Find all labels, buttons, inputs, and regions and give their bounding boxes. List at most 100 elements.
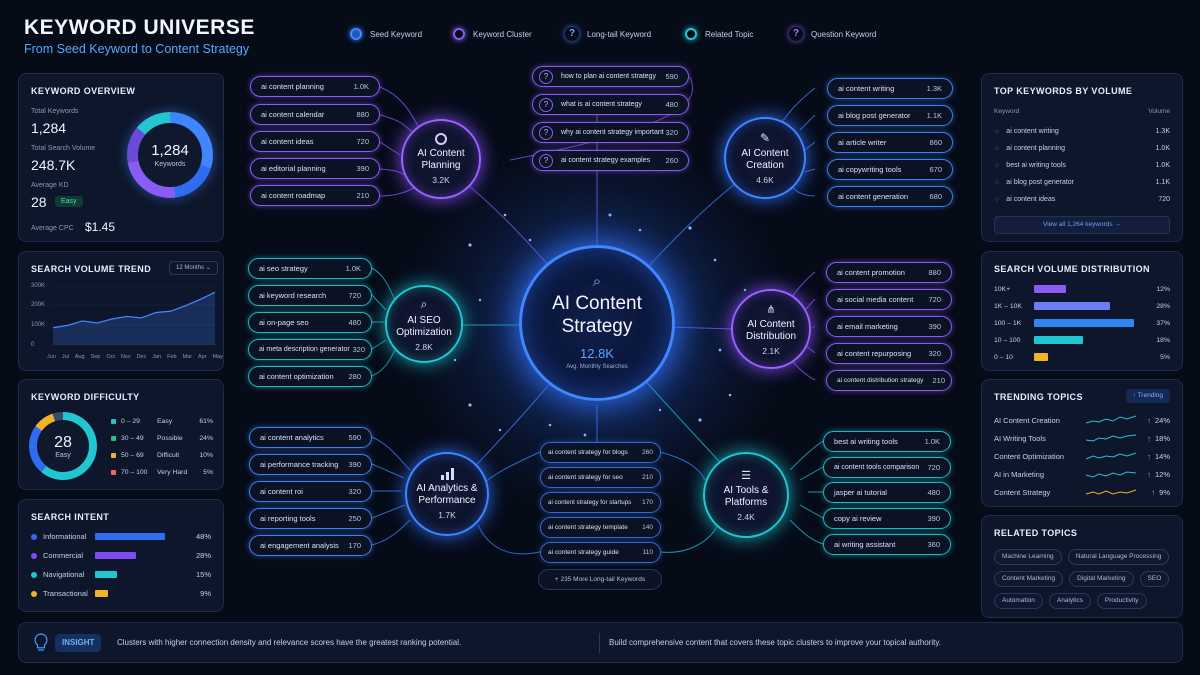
legend-long-tail-keyword: ? Long-tail Keyword [565,27,685,41]
topic-tag[interactable]: Automation [994,593,1043,609]
trend-area [53,292,215,345]
question-icon: ? [565,27,579,41]
cluster-dot-icon [453,28,465,40]
tag-list: Machine Learning Natural Language Proces… [994,549,1174,609]
legend: Seed Keyword Keyword Cluster ? Long-tail… [350,27,876,41]
sparkline [1086,471,1136,478]
topic-tag[interactable]: Machine Learning [994,549,1062,565]
legend-keyword-cluster: Keyword Cluster [453,27,565,41]
volume-distribution-panel: SEARCH VOLUME DISTRIBUTION 10K+12% 1K – … [981,251,1183,371]
cluster-hub-creation[interactable]: ✎ AI Content Creation 4.6K [724,117,806,199]
insight-text-2: Build comprehensive content that covers … [609,638,942,647]
list-item[interactable]: AI Writing Tools↑18% [994,433,1170,443]
topic-tag[interactable]: Natural Language Processing [1067,549,1170,565]
cluster-hub-seo[interactable]: ⌕ AI SEO Optimization 2.8K [385,285,463,363]
list-item[interactable]: Content Strategy↑9% [994,487,1170,497]
topic-tag[interactable]: SEO [1139,571,1170,587]
topic-tag[interactable]: Analytics [1048,593,1091,609]
topic-tag[interactable]: Content Marketing [994,571,1064,587]
insight-text-1: Clusters with higher connection density … [117,638,462,647]
search-icon: ⌕ [420,296,428,311]
legend-question-keyword: ? Question Keyword [789,27,876,41]
center-hub[interactable]: ⌕ AI Content Strategy 12.8K Avg. Monthly… [519,245,675,401]
more-longtail-button[interactable]: + 235 More Long-tail Keywords [538,569,662,590]
distribution-bar [1034,319,1134,327]
page-subtitle: From Seed Keyword to Content Strategy [24,42,250,56]
keyword-donut: 1,284 Keywords [127,112,213,198]
insight-bar: INSIGHT Clusters with higher connection … [18,622,1183,663]
list-item: 10K+12% [994,285,1170,293]
question-icon: ? [789,27,803,41]
cluster-hub-analytics[interactable]: AI Analytics & Performance 1.7K [405,452,489,536]
search-volume-trend-panel: SEARCH VOLUME TREND 12 Months ⌄ 300K 200… [18,251,224,371]
list-item[interactable]: AI in Marketing↑12% [994,469,1170,479]
list-item: Commercial 28% [31,551,211,560]
avg-cpc-value: $1.45 [85,220,116,234]
list-item[interactable]: Content Optimization↑14% [994,451,1170,461]
legend-seed-keyword: Seed Keyword [350,27,453,41]
panel-title: SEARCH VOLUME DISTRIBUTION [994,264,1150,274]
sparkline [1086,452,1136,460]
cluster-hub-distribution[interactable]: ⋔ AI Content Distribution 2.1K [731,289,811,369]
chevron-down-icon: ⌄ [205,265,211,271]
trend-line [52,291,216,329]
topic-tag[interactable]: Productivity [1096,593,1147,609]
cluster-hub-planning[interactable]: AI Content Planning 3.2K [401,119,481,199]
list-item: Informational 48% [31,532,211,541]
easy-badge: Easy [55,196,83,207]
topic-tag[interactable]: Digital Marketing [1069,571,1134,587]
range-select[interactable]: 12 Months ⌄ [169,261,218,275]
view-all-button[interactable]: View all 1,264 keywords → [994,216,1170,234]
cluster-hub-tools[interactable]: ☰ AI Tools & Platforms 2.4K [703,452,789,538]
list-item[interactable]: AI Content Creation↑24% [994,415,1170,425]
